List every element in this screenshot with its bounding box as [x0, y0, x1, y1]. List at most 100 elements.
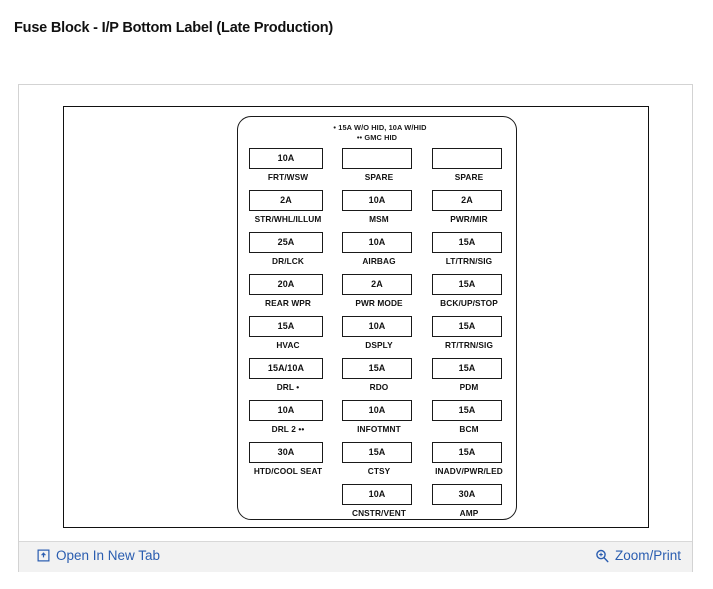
fuse-slot: 2A STR/WHL/ILLUM: [246, 190, 330, 232]
fuse-box: 10A: [249, 148, 323, 169]
fuse-column-3: SPARE 2A PWR/MIR 15A LT/TRN/SIG 15A BCK/UP/STO…: [427, 148, 511, 526]
fuse-slot: 10A INFOTMNT: [337, 400, 421, 442]
fuse-box: 10A: [342, 484, 412, 505]
fuse-slot: 25A DR/LCK: [246, 232, 330, 274]
fuse-slot: 2A PWR MODE: [337, 274, 421, 316]
fuse-amperage: 15A: [458, 279, 476, 289]
fuse-circuit-label: SPARE: [454, 172, 484, 182]
fuse-box: 15A: [432, 316, 502, 337]
fuse-slot: 2A PWR/MIR: [427, 190, 511, 232]
fuse-amperage: 10A: [368, 489, 386, 499]
fuse-box: 30A: [249, 442, 323, 463]
fuse-amperage: 15A: [368, 363, 386, 373]
fuse-amperage: 30A: [277, 447, 295, 457]
fuse-slot: 10A DSPLY: [337, 316, 421, 358]
fuse-circuit-label: DR/LCK: [272, 256, 304, 266]
fuse-box: 2A: [342, 274, 412, 295]
fuse-box: 15A: [432, 400, 502, 421]
magnifier-plus-icon: [595, 549, 609, 563]
fuse-column-1: 10A FRT/WSW 2A STR/WHL/ILLUM 25A DR/LCK 20A REA…: [246, 148, 330, 484]
fuse-box: 2A: [432, 190, 502, 211]
legend-line-1: • 15A W/O HID, 10A W/HID: [333, 123, 427, 132]
fuse-box: 10A: [342, 232, 412, 253]
fuse-circuit-label: INFOTMNT: [357, 424, 401, 434]
fuse-box: 15A: [432, 442, 502, 463]
fuse-slot: 10A FRT/WSW: [246, 148, 330, 190]
fuse-circuit-label: RDO: [369, 382, 389, 392]
legend: • 15A W/O HID, 10A W/HID •• GMC HID: [238, 123, 516, 143]
fuse-circuit-label: INADV/PWR/LED: [435, 466, 503, 476]
fuse-amperage: 10A: [368, 237, 386, 247]
fuse-slot: 15A/10A DRL •: [246, 358, 330, 400]
fuse-slot: 30A AMP: [427, 484, 511, 526]
fuse-circuit-label: HVAC: [276, 340, 300, 350]
fuse-circuit-label: PWR/MIR: [450, 214, 488, 224]
fuse-box: 10A: [342, 400, 412, 421]
fuse-circuit-label: CNSTR/VENT: [351, 508, 406, 518]
fuse-slot: 15A PDM: [427, 358, 511, 400]
fuse-circuit-label: SPARE: [364, 172, 394, 182]
fuse-circuit-label: FRT/WSW: [267, 172, 309, 182]
fuse-amperage: 10A: [277, 405, 295, 415]
fuse-circuit-label: LT/TRN/SIG: [445, 256, 493, 266]
zoom-print-label: Zoom/Print: [614, 548, 681, 563]
fuse-slot: 15A CTSY: [337, 442, 421, 484]
fuse-box: 15A: [432, 232, 502, 253]
fuse-amperage: 15A: [458, 363, 476, 373]
fuse-amperage: 10A: [368, 321, 386, 331]
fuse-slot: 15A RT/TRN/SIG: [427, 316, 511, 358]
fuse-circuit-label: STR/WHL/ILLUM: [254, 214, 322, 224]
fuse-circuit-label: CTSY: [367, 466, 391, 476]
fuse-columns: 10A FRT/WSW 2A STR/WHL/ILLUM 25A DR/LCK 20A REA…: [238, 148, 516, 518]
fuse-amperage: 10A: [368, 195, 386, 205]
open-in-new-tab-link[interactable]: Open In New Tab: [36, 548, 160, 563]
fuse-box: 20A: [249, 274, 323, 295]
fuse-circuit-label: AIRBAG: [362, 256, 396, 266]
fuse-circuit-label: DRL 2 ••: [271, 424, 305, 434]
fuse-circuit-label: DRL •: [276, 382, 300, 392]
fuse-amperage: 2A: [371, 279, 383, 289]
page-title: Fuse Block - I/P Bottom Label (Late Prod…: [14, 20, 334, 36]
fuse-box: 10A: [342, 190, 412, 211]
fuse-circuit-label: PWR MODE: [355, 298, 403, 308]
fuse-circuit-label: BCK/UP/STOP: [440, 298, 498, 308]
fuse-circuit-label: MSM: [369, 214, 389, 224]
fuse-amperage: 20A: [277, 279, 295, 289]
fuse-circuit-label: REAR WPR: [265, 298, 311, 308]
fuse-block-diagram: • 15A W/O HID, 10A W/HID •• GMC HID 10A F…: [237, 116, 517, 520]
fuse-amperage: 2A: [461, 195, 473, 205]
fuse-slot: SPARE: [427, 148, 511, 190]
fuse-amperage: 15A: [368, 447, 386, 457]
fuse-box: 10A: [249, 400, 323, 421]
fuse-box: 15A: [432, 358, 502, 379]
fuse-box: [342, 148, 412, 169]
fuse-slot: 15A BCK/UP/STOP: [427, 274, 511, 316]
fuse-circuit-label: PDM: [459, 382, 479, 392]
fuse-amperage: 30A: [458, 489, 476, 499]
fuse-amperage: 15A: [458, 237, 476, 247]
fuse-slot: 10A AIRBAG: [337, 232, 421, 274]
fuse-slot: 15A BCM: [427, 400, 511, 442]
fuse-slot: 10A MSM: [337, 190, 421, 232]
fuse-circuit-label: AMP: [459, 508, 479, 518]
fuse-amperage: 15A/10A: [267, 363, 305, 373]
fuse-slot: 15A INADV/PWR/LED: [427, 442, 511, 484]
open-in-new-tab-label: Open In New Tab: [56, 548, 161, 563]
fuse-circuit-label: BCM: [459, 424, 479, 434]
fuse-amperage: 25A: [277, 237, 295, 247]
fuse-slot: 15A RDO: [337, 358, 421, 400]
image-panel: • 15A W/O HID, 10A W/HID •• GMC HID 10A F…: [18, 84, 693, 572]
fuse-slot: 10A CNSTR/VENT: [337, 484, 421, 526]
fuse-box: 25A: [249, 232, 323, 253]
fuse-box: 10A: [342, 316, 412, 337]
fuse-circuit-label: DSPLY: [365, 340, 393, 350]
fuse-circuit-label: RT/TRN/SIG: [444, 340, 493, 350]
fuse-amperage: 2A: [280, 195, 292, 205]
legend-line-2: •• GMC HID: [356, 133, 398, 142]
zoom-print-link[interactable]: Zoom/Print: [595, 548, 681, 563]
fuse-slot: SPARE: [337, 148, 421, 190]
external-link-icon: [36, 549, 50, 563]
fuse-amperage: 10A: [368, 405, 386, 415]
fuse-box: 30A: [432, 484, 502, 505]
